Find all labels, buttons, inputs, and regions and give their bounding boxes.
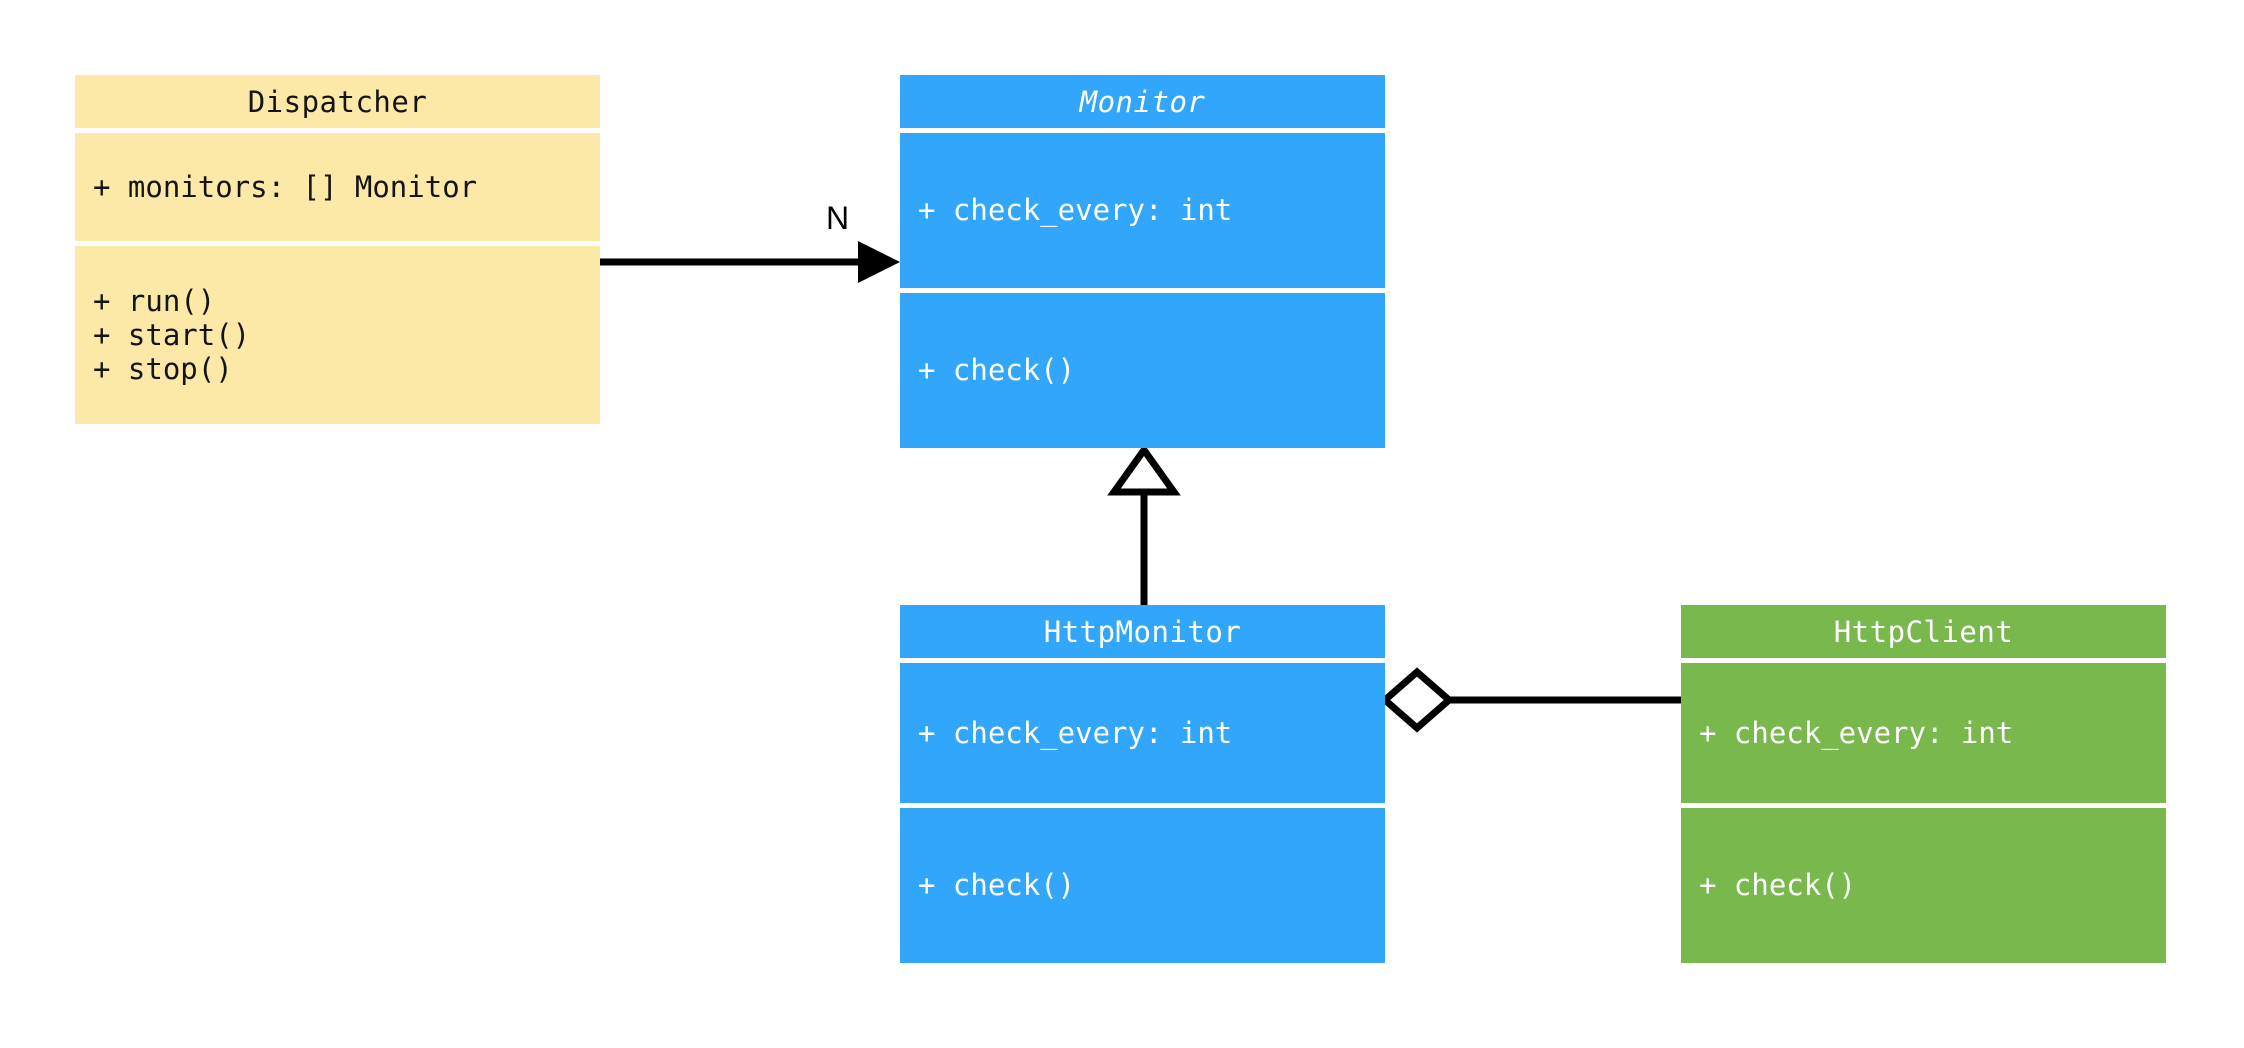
method-item: + start()	[93, 317, 251, 352]
class-attributes-dispatcher: + monitors: [] Monitor	[75, 133, 600, 241]
class-title-httpmonitor: HttpMonitor	[900, 605, 1385, 658]
class-attributes-httpclient: + check_every: int	[1681, 663, 2166, 803]
method-item: + check()	[918, 353, 1076, 388]
class-title-monitor: Monitor	[900, 75, 1385, 128]
aggregation-httpmonitor-httpclient	[1379, 667, 1681, 733]
class-methods-dispatcher: + run() + start() + stop()	[75, 246, 600, 424]
attribute-item: + check_every: int	[918, 193, 1233, 228]
class-title-dispatcher: Dispatcher	[75, 75, 600, 128]
filled-arrowhead-icon	[858, 241, 900, 283]
class-attributes-monitor: + check_every: int	[900, 133, 1385, 288]
class-box-dispatcher[interactable]: Dispatcher + monitors: [] Monitor + run(…	[75, 75, 600, 424]
class-title-httpclient: HttpClient	[1681, 605, 2166, 658]
class-box-httpclient[interactable]: HttpClient + check_every: int + check()	[1681, 605, 2166, 963]
class-methods-httpclient: + check()	[1681, 808, 2166, 963]
attribute-item: + monitors: [] Monitor	[93, 169, 478, 204]
attribute-item: + check_every: int	[1699, 715, 2014, 750]
class-box-httpmonitor[interactable]: HttpMonitor + check_every: int + check()	[900, 605, 1385, 963]
hollow-diamond-icon	[1379, 667, 1455, 733]
method-item: + stop()	[93, 352, 233, 387]
association-multiplicity-label: N	[826, 200, 850, 236]
method-item: + check()	[1699, 868, 1857, 903]
generalization-httpmonitor-monitor	[1107, 443, 1181, 608]
attribute-item: + check_every: int	[918, 715, 1233, 750]
hollow-triangle-icon	[1107, 443, 1181, 496]
method-item: + run()	[93, 283, 216, 318]
class-methods-monitor: + check()	[900, 293, 1385, 448]
method-item: + check()	[918, 868, 1076, 903]
association-dispatcher-monitor	[600, 241, 900, 283]
class-attributes-httpmonitor: + check_every: int	[900, 663, 1385, 803]
class-methods-httpmonitor: + check()	[900, 808, 1385, 963]
class-box-monitor[interactable]: Monitor + check_every: int + check()	[900, 75, 1385, 448]
